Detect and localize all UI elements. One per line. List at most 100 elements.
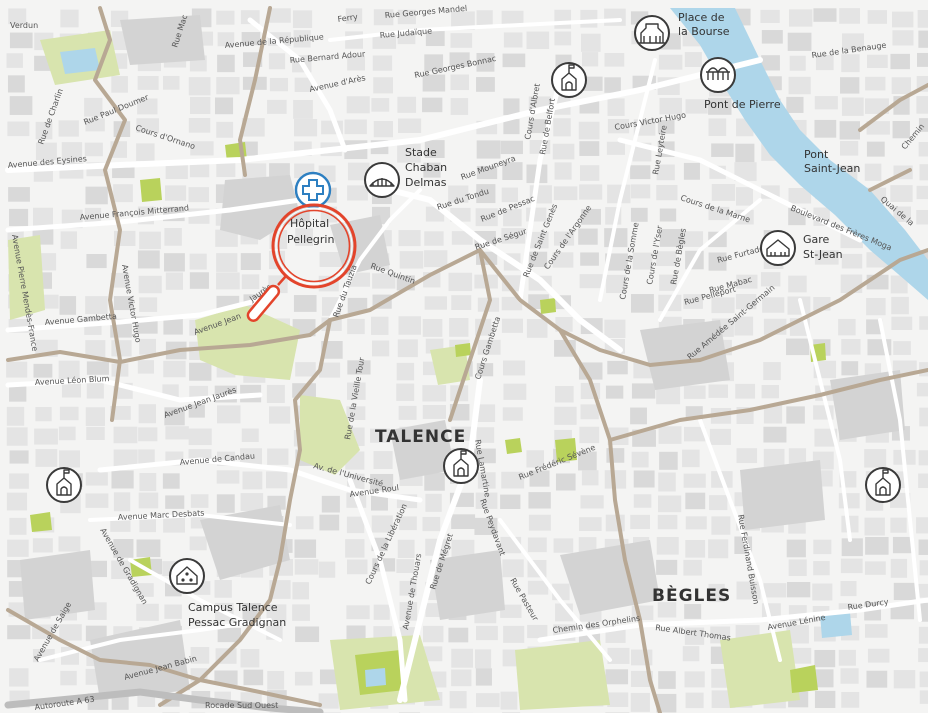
- campus-marker[interactable]: [169, 558, 205, 594]
- city-block: [708, 118, 727, 137]
- city-block: [685, 516, 707, 530]
- city-block: [763, 583, 787, 598]
- city-block: [683, 559, 702, 576]
- street-label: Avenue Léon Blum: [35, 373, 110, 387]
- city-block: [422, 516, 441, 532]
- city-block: [553, 186, 578, 201]
- city-block: [890, 275, 908, 294]
- town-hall-marker[interactable]: [46, 467, 82, 503]
- city-block: [163, 514, 185, 533]
- city-block: [580, 9, 598, 28]
- city-block: [113, 492, 131, 512]
- town-hall-marker[interactable]: [443, 448, 479, 484]
- city-block: [269, 163, 290, 180]
- city-block: [139, 516, 157, 533]
- train-station-icon: [760, 230, 796, 266]
- gare-marker[interactable]: [760, 230, 796, 266]
- city-block: [399, 516, 417, 531]
- town-hall-marker[interactable]: [551, 62, 587, 98]
- city-block: [35, 142, 57, 161]
- city-block: [685, 492, 706, 510]
- city-block: [398, 405, 417, 420]
- city-block: [58, 360, 80, 379]
- city-block: [659, 229, 683, 247]
- hospital-name-line2: Pellegrin: [287, 233, 334, 246]
- city-block: [373, 121, 393, 138]
- city-block: [683, 385, 706, 399]
- city-block: [188, 187, 209, 203]
- hospital-marker[interactable]: [294, 171, 332, 209]
- city-block: [6, 492, 28, 511]
- city-block: [476, 77, 495, 92]
- city-block: [867, 648, 890, 663]
- city-block: [477, 472, 496, 489]
- city-block: [633, 494, 652, 508]
- city-block: [216, 77, 240, 95]
- city-block: [708, 231, 727, 248]
- city-block: [267, 495, 286, 510]
- city-block: [345, 8, 363, 24]
- city-block: [113, 539, 134, 558]
- pont-pierre-marker[interactable]: [700, 57, 736, 93]
- city-block: [163, 319, 183, 335]
- city-block: [864, 624, 888, 638]
- city-block: [188, 77, 211, 96]
- city-block: [527, 537, 547, 553]
- city-block: [86, 253, 107, 269]
- city-block: [606, 141, 625, 155]
- city-block: [580, 252, 599, 266]
- city-block: [346, 605, 370, 620]
- place-bourse-marker[interactable]: [634, 15, 670, 51]
- city-block: [683, 426, 706, 442]
- city-block: [658, 426, 682, 444]
- city-block: [450, 33, 473, 48]
- road: [247, 17, 348, 153]
- city-block: [840, 77, 860, 94]
- city-block: [789, 55, 806, 71]
- city-block: [555, 473, 576, 491]
- city-block: [682, 646, 700, 662]
- city-block: [396, 559, 415, 573]
- city-block: [6, 427, 28, 446]
- city-block: [630, 692, 650, 712]
- city-block: [139, 473, 157, 492]
- city-block: [60, 231, 78, 249]
- city-block: [683, 473, 706, 488]
- city-block: [918, 450, 928, 466]
- city-block: [451, 669, 472, 687]
- city-block: [165, 164, 188, 180]
- city-block: [190, 647, 210, 664]
- city-block: [917, 52, 928, 67]
- city-block: [685, 99, 708, 114]
- city-block: [347, 382, 366, 400]
- city-block: [347, 162, 370, 181]
- city-block: [656, 385, 681, 405]
- city-block: [319, 514, 340, 531]
- city-block: [580, 404, 599, 420]
- city-block: [685, 539, 706, 558]
- city-block: [35, 121, 53, 140]
- city-block: [865, 98, 889, 114]
- place-label: la Bourse: [678, 25, 730, 38]
- city-block: [60, 670, 77, 686]
- stade-marker[interactable]: [364, 162, 400, 198]
- city-block: [554, 406, 577, 425]
- city-block: [240, 253, 261, 271]
- city-block: [630, 407, 647, 425]
- city-block: [476, 165, 498, 180]
- city-block: [6, 53, 23, 68]
- place-label: Campus Talence: [188, 601, 278, 614]
- city-block: [396, 383, 415, 401]
- city-block: [604, 77, 621, 93]
- city-block: [659, 274, 677, 291]
- city-block: [501, 187, 518, 203]
- city-block: [165, 426, 189, 440]
- city-block: [708, 583, 725, 603]
- city-block: [501, 10, 524, 26]
- city-block: [424, 231, 444, 246]
- city-block: [527, 580, 549, 595]
- city-block: [604, 470, 627, 489]
- city-block: [396, 362, 415, 381]
- town-hall-marker[interactable]: [865, 467, 901, 503]
